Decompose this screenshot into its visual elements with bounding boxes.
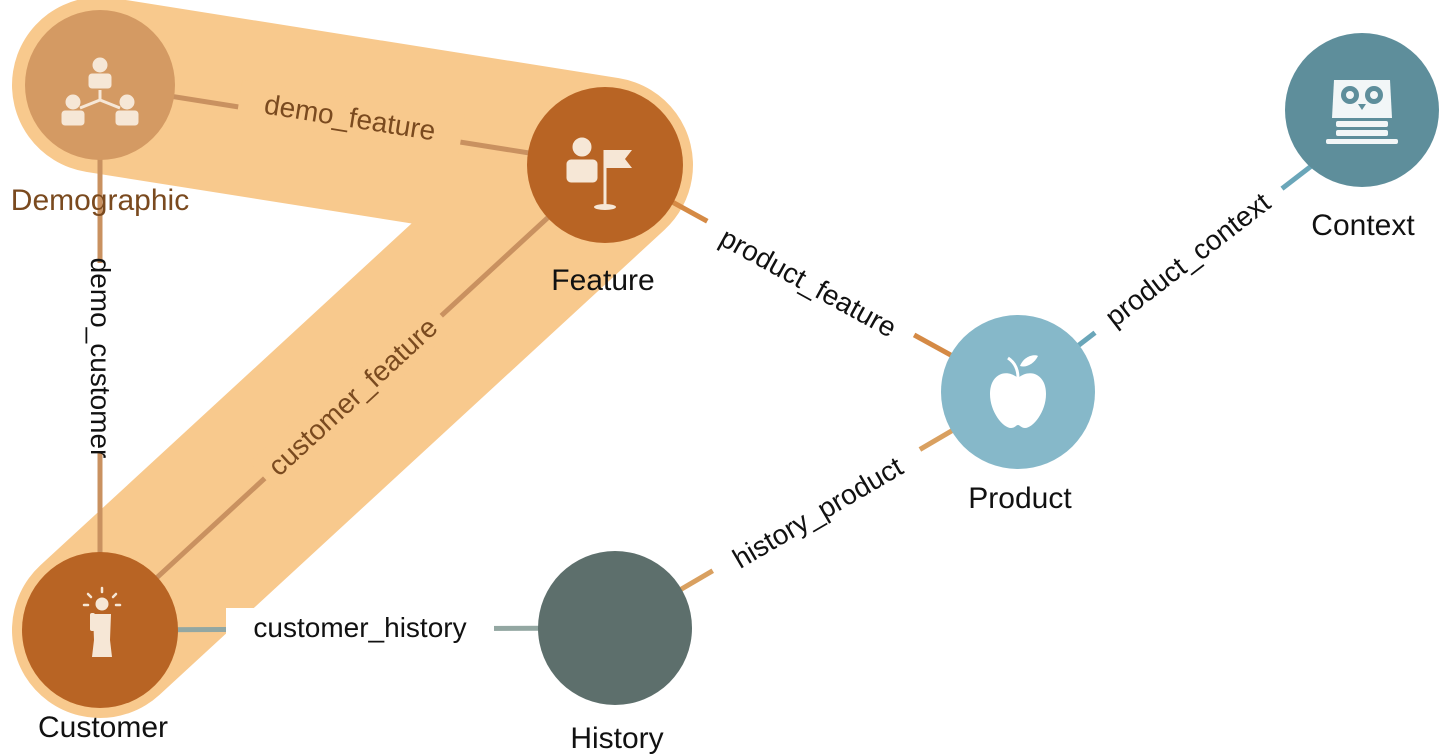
edge-label-demo-customer: demo_customer [85,258,116,459]
node-label-demographic: Demographic [11,184,189,217]
node-label-customer: Customer [38,711,168,744]
node-customer[interactable] [22,552,178,708]
node-label-context: Context [1311,209,1415,242]
owl-icon [1326,80,1398,144]
idea-person-icon [82,586,122,657]
node-label-history: History [570,722,663,755]
edge-label-product-feature: product_feature [715,222,902,344]
edge-label-product-context: product_context [1099,186,1276,332]
edge-label-history-product: history_product [727,451,908,575]
node-label-feature: Feature [551,264,654,297]
node-context[interactable] [1285,33,1439,187]
node-demographic[interactable] [25,10,175,160]
edge-label-customer-history: customer_history [253,612,466,643]
presenter-flag-icon [566,137,632,210]
org-chart-icon [61,57,139,126]
node-history[interactable] [538,551,692,705]
apple-icon [990,355,1046,428]
node-product[interactable] [941,315,1095,469]
node-label-product: Product [968,482,1072,515]
node-feature[interactable] [527,87,683,243]
